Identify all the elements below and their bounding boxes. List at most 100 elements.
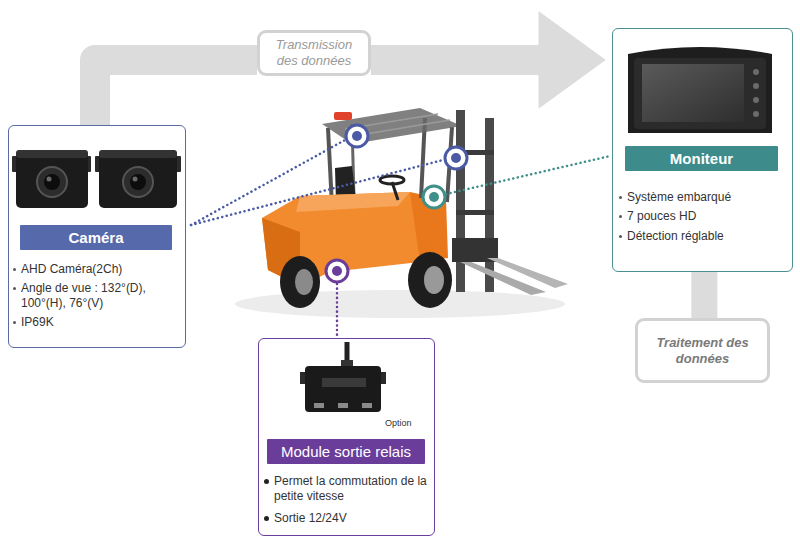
marker-dot [326,260,348,282]
forklift-picture [485,118,494,292]
band-title: Module sortie relais [281,443,411,461]
monitor-picture [753,83,759,89]
monitor-picture [753,69,759,75]
bullet-dot [13,268,16,271]
forklift-picture [280,256,320,308]
monitor-panel: MoniteurSystème embarqué 7 pouces HD Détec… [612,28,793,272]
camera-picture [99,150,177,208]
bullet-text: Angle de vue : 132°(D), 100°(H), 76°(V) [21,281,173,311]
text-row: IP69K [13,315,173,330]
camera-picture [130,174,146,190]
marker-dot [346,125,368,147]
forklift-picture [328,128,332,206]
camera-picture [12,150,91,208]
connector-label-box: Transmission des données [257,30,371,76]
monitor-picture [642,64,744,122]
marker-dot [445,147,467,169]
box-label: Transmission des données [268,37,360,68]
text-row: Angle de vue : 132°(D), 100°(H), 76°(V) [13,281,173,311]
marker-dot [423,186,445,208]
marker-dot [445,147,467,169]
bullet-dot [619,196,622,199]
leader-line [446,156,610,194]
forklift-picture [487,258,568,288]
relay-module-picture [322,378,366,387]
process-box: Traitement des données [635,318,770,383]
text-row: Permet la commutation de la petite vites… [264,474,427,504]
text-row: Système embarqué [619,190,784,205]
bullet-text: Détection réglable [627,229,724,244]
text-row: 7 pouces HD [619,209,784,224]
camera-picture [95,150,181,208]
camera-picture [16,150,88,208]
band-title: Moniteur [670,150,733,168]
bullet-dot [13,287,16,290]
marker-dot [423,186,445,208]
forklift-picture [295,269,313,295]
monitor-picture [628,47,772,133]
bullet-text: IP69K [21,315,54,330]
leader-line [191,140,610,336]
marker-dot [326,260,348,282]
text-row: AHD Caméra(2Ch) [13,262,173,277]
camera-picture [99,150,177,158]
bullet-text: Sortie 12/24V [274,511,347,526]
forklift-picture [334,112,352,120]
arrow-head [539,12,605,108]
camera-picture [133,177,138,182]
flow-arrow [371,12,605,108]
relay-module-picture [314,403,324,408]
forklift-picture [296,192,410,212]
option-note: Option [385,418,412,429]
bullet-dot [619,235,622,238]
monitor-picture [628,47,772,133]
forklift-picture [456,210,494,215]
camera-picture [44,174,60,190]
forklift-picture [456,110,465,292]
arrow-shaft [371,45,539,75]
bullet-text: Permet la commutation de la petite vites… [274,474,427,504]
band-title: Caméra [68,229,123,247]
leader-line [191,140,345,225]
text-row: Sortie 12/24V [264,511,427,526]
relay-module-picture [362,403,372,408]
leader-line [336,284,339,336]
camera-picture [123,167,153,197]
relay-panel: Module sortie relais OptionPermet la comm… [258,338,435,536]
marker-dot [332,266,342,276]
camera-panel: CaméraAHD Caméra(2Ch) Angle de vue : 132°… [8,125,186,348]
arrow-shaft [691,272,717,318]
marker-dot [346,125,368,147]
monitor-picture [634,58,766,129]
relay-module-picture [338,403,348,408]
forklift-picture [380,176,404,184]
box-label: Traitement des données [646,335,759,366]
bullet-dot [619,215,622,218]
forklift-picture [360,120,450,135]
arrow-shaft [95,60,257,125]
marker-dot [429,192,439,202]
camera-picture [47,177,52,182]
section-band: Caméra [20,225,172,250]
forklift-picture [235,108,568,318]
bullet-dot [264,516,269,521]
flow-arrow [95,60,257,125]
forklift-picture [408,252,452,308]
text-row: Détection réglable [619,229,784,244]
leader-line [191,160,443,225]
monitor-picture [753,111,759,117]
forklift-picture [322,108,462,144]
bullet-text: 7 pouces HD [627,209,696,224]
bullet-text: AHD Caméra(2Ch) [21,262,122,277]
relay-module-picture [300,342,386,412]
section-band: Moniteur [625,146,778,171]
monitor-picture [753,97,759,103]
flow-arrow [704,272,705,318]
forklift-picture [424,266,444,294]
bullet-text: Système embarqué [627,190,731,205]
marker-dot [352,131,362,141]
bullet-dot [264,479,269,484]
bullet-dot [13,321,16,324]
text-row: Option [385,418,429,429]
